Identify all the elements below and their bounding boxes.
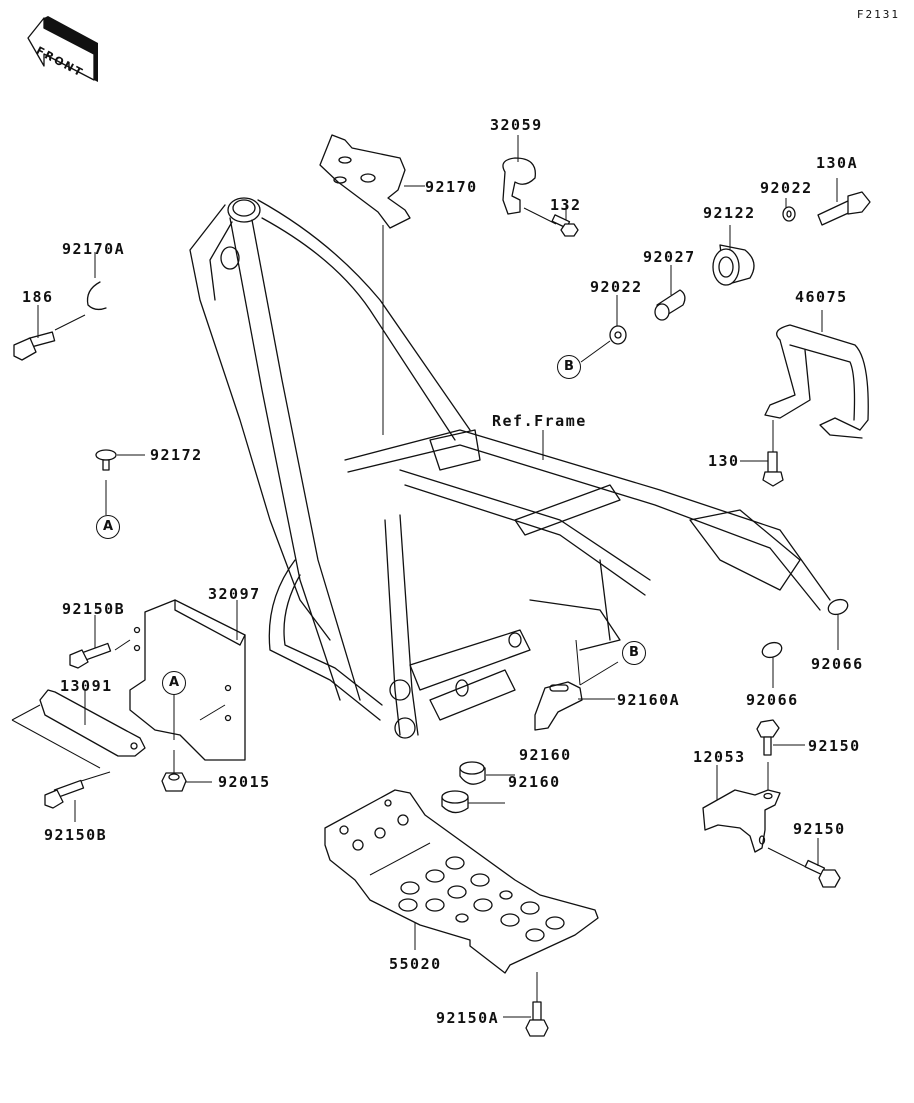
part-label-92170a[interactable]: 92170A [62, 240, 126, 258]
part-label-92172[interactable]: 92172 [150, 446, 203, 464]
part-label-92170[interactable]: 92170 [425, 178, 478, 196]
mount-hardware-drawing [580, 178, 871, 363]
part-label-92160a[interactable]: 92160A [617, 691, 681, 709]
screw-92172-drawing [95, 449, 145, 515]
cover-32097-drawing [114, 599, 246, 761]
part-label-92022-lower[interactable]: 92022 [590, 278, 643, 296]
part-label-130a[interactable]: 130A [816, 154, 859, 172]
part-label-92066-left[interactable]: 92066 [746, 691, 799, 709]
part-label-186[interactable]: 186 [22, 288, 54, 306]
part-label-92066-right[interactable]: 92066 [811, 655, 864, 673]
part-label-92150b-upper[interactable]: 92150B [62, 600, 126, 618]
reference-frame-label: Ref.Frame [492, 412, 587, 430]
frame-drawing [189, 197, 831, 739]
ref-marker-b-lower: B [622, 641, 646, 665]
part-label-55020[interactable]: 55020 [389, 955, 442, 973]
ref-marker-a-upper: A [96, 515, 120, 539]
ref-marker-b-upper: B [557, 355, 581, 379]
part-label-12053[interactable]: 12053 [693, 748, 746, 766]
part-label-32097[interactable]: 32097 [208, 585, 261, 603]
part-label-92015[interactable]: 92015 [218, 773, 271, 791]
bracket-12053-drawing [702, 719, 841, 888]
bolts-92150b-drawing [44, 615, 112, 822]
caps-92160-drawing [441, 761, 515, 814]
part-label-132[interactable]: 132 [550, 196, 582, 214]
plate-13091-drawing [11, 689, 146, 769]
clamp-92170a-drawing [13, 252, 107, 361]
part-label-92022-upper[interactable]: 92022 [760, 179, 813, 197]
diagram-code: F2131 [856, 8, 900, 21]
part-label-92160-lower[interactable]: 92160 [508, 773, 561, 791]
nut-92015-drawing [161, 750, 212, 792]
clamp-32059-drawing [502, 135, 579, 237]
part-label-46075[interactable]: 46075 [795, 288, 848, 306]
front-arrow-icon [27, 16, 98, 82]
part-label-92150-lower[interactable]: 92150 [793, 820, 846, 838]
skid-plate-55020-drawing [324, 789, 599, 1037]
bracket-92170-drawing [319, 134, 425, 229]
part-label-92160-upper[interactable]: 92160 [519, 746, 572, 764]
part-label-92150a[interactable]: 92150A [436, 1009, 500, 1027]
part-label-92150b-lower[interactable]: 92150B [44, 826, 108, 844]
part-label-13091[interactable]: 13091 [60, 677, 113, 695]
grab-bar-46075-drawing [740, 310, 869, 487]
part-label-92122[interactable]: 92122 [703, 204, 756, 222]
part-label-32059[interactable]: 32059 [490, 116, 543, 134]
damper-92160a-drawing [534, 639, 619, 731]
caps-92066-drawing [761, 598, 849, 688]
part-label-130[interactable]: 130 [708, 452, 740, 470]
ref-marker-a-lower: A [162, 671, 186, 695]
part-label-92027[interactable]: 92027 [643, 248, 696, 266]
part-label-92150-upper[interactable]: 92150 [808, 737, 861, 755]
